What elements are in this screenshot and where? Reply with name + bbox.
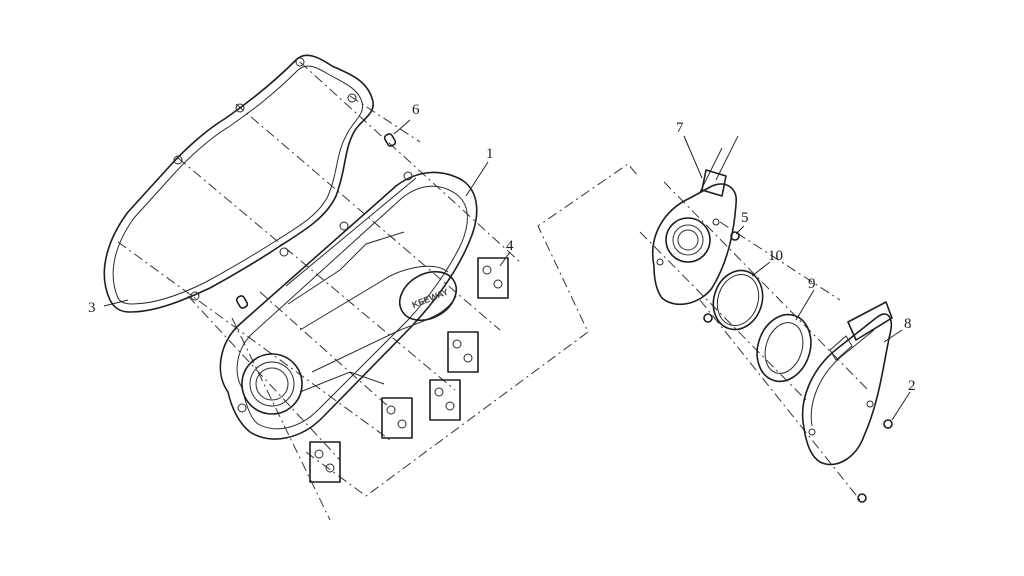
bolt-box-5 [309,441,341,483]
bolt-box-4 [381,397,413,439]
label-part-8: 8 [904,316,912,332]
dowel-pin-part-6 [235,133,397,309]
o-ring-part-10 [712,269,764,331]
assembly-bracket-line [305,163,639,497]
cover-logo-text: KEEWAY [411,287,450,311]
label-part-7: 7 [676,120,684,136]
bolt-box-1 [477,257,509,299]
bolt-box-3 [429,379,461,421]
bolt-box-group-part-4 [309,257,509,483]
alignment-lines-left [117,61,521,521]
label-part-5: 5 [741,210,749,226]
label-part-6: 6 [412,102,420,118]
bolt-box-2 [447,331,479,373]
nut-part-5 [703,231,740,323]
seal-ring-part-9 [756,313,812,383]
screw-part-2 [857,419,893,503]
transmission-cover-part-1: KEEWAY [219,171,478,440]
label-part-1: 1 [486,146,494,162]
label-part-9: 9 [808,276,816,292]
label-part-3: 3 [88,300,96,316]
bearing-housing-part-7 [652,135,739,306]
label-part-2: 2 [908,378,916,394]
label-part-10: 10 [768,248,783,264]
leader-lines [103,119,911,421]
outer-cover-part-8 [801,301,893,466]
gasket-part-3 [103,54,374,313]
alignment-lines-right [639,181,871,501]
label-part-4: 4 [506,238,514,254]
part-number-labels: 1 2 3 4 5 6 7 8 9 10 [88,102,916,394]
